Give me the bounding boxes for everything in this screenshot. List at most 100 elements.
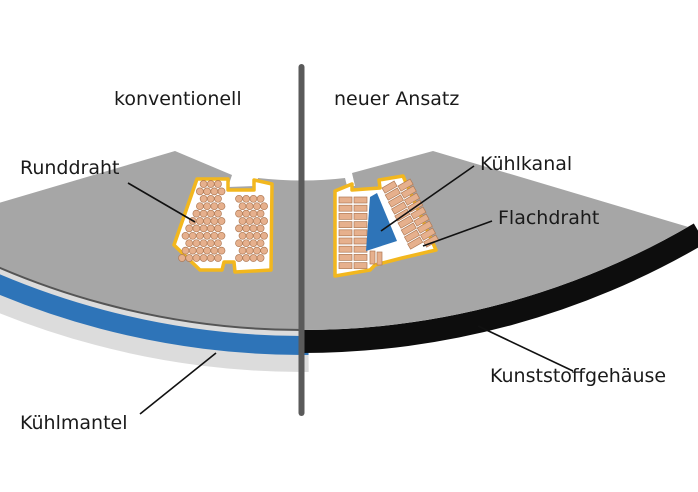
round-wire — [245, 231, 254, 240]
round-wire — [249, 224, 258, 233]
flat-wire — [353, 196, 368, 204]
label-plastic-housing: Kunststoffgehäuse — [490, 365, 667, 387]
round-wire — [192, 254, 201, 262]
flat-wire — [419, 227, 437, 241]
round-wire — [242, 239, 251, 248]
round-wire — [203, 202, 211, 211]
round-wire — [256, 224, 265, 233]
flat-wire — [353, 229, 368, 237]
round-wire — [210, 246, 219, 255]
round-wire — [214, 180, 222, 188]
flat-wire — [387, 194, 405, 208]
flat-wire — [338, 213, 353, 220]
round-wire — [196, 202, 204, 211]
round-wire — [242, 194, 251, 203]
round-wire — [210, 217, 219, 225]
round-wire — [214, 239, 222, 248]
round-wire — [196, 231, 204, 240]
round-wire — [199, 224, 208, 233]
round-wire — [210, 202, 219, 211]
flat-wire — [376, 251, 383, 266]
flat-wire — [353, 237, 368, 245]
round-wire — [185, 254, 194, 262]
plastic-housing — [303, 223, 698, 353]
round-wire — [256, 194, 265, 203]
round-wire — [188, 231, 197, 240]
left-slot-round-wire — [172, 177, 274, 274]
leader-lines — [127, 165, 574, 415]
round-wire — [235, 239, 243, 248]
round-wire — [199, 194, 208, 203]
leader-line — [139, 352, 217, 415]
cooling-jacket-band — [0, 274, 309, 355]
stator-edge-line — [0, 266, 304, 331]
round-wire — [178, 254, 186, 262]
label-cooling-jacket: Kühlmantel — [20, 412, 128, 434]
heading-new-approach: neuer Ansatz — [334, 88, 460, 110]
center-divider — [298, 64, 305, 416]
round-wire — [206, 254, 215, 262]
round-wire — [206, 209, 215, 218]
round-wire — [203, 246, 211, 255]
round-wire — [256, 254, 265, 262]
round-wire — [217, 231, 226, 240]
right-slot-flat-wire — [333, 174, 440, 278]
flat-wire — [338, 254, 353, 261]
round-wire — [242, 224, 251, 233]
flat-wire — [353, 213, 368, 220]
flat-wire — [353, 221, 368, 228]
round-wire — [249, 209, 258, 218]
round-wire — [199, 209, 208, 218]
round-wire — [217, 202, 226, 211]
flat-wire — [397, 215, 414, 229]
round-wire — [245, 217, 254, 225]
flat-wire — [338, 196, 353, 204]
round-wire — [199, 180, 208, 188]
flat-wire — [407, 236, 424, 250]
flat-wire — [338, 262, 353, 269]
round-wire — [235, 194, 243, 203]
flat-wire — [403, 192, 421, 206]
flat-wire — [391, 201, 408, 215]
label-cooling-channel: Kühlkanal — [480, 153, 573, 175]
round-wire — [206, 180, 215, 188]
round-wire — [192, 224, 201, 233]
round-wire — [214, 194, 222, 203]
label-round-wire: Runddraht — [20, 157, 120, 179]
round-wire — [181, 231, 190, 240]
round-wire — [210, 187, 219, 196]
round-wire — [206, 194, 215, 203]
flat-wire — [338, 229, 353, 237]
round-wire — [196, 187, 204, 196]
round-wire — [192, 239, 201, 248]
round-wire — [253, 217, 261, 225]
round-wire — [260, 202, 268, 211]
label-flat-wire: Flachdraht — [498, 207, 600, 229]
round-wire — [196, 217, 204, 225]
flat-wire — [397, 178, 414, 192]
cooling-jacket-layers — [0, 265, 309, 372]
round-wire — [249, 194, 258, 203]
round-wire — [253, 202, 261, 211]
round-wire — [181, 246, 190, 255]
flat-wire — [353, 262, 368, 269]
flat-wire — [381, 180, 398, 194]
round-wire — [235, 209, 243, 218]
flat-wire — [353, 204, 368, 212]
round-wire — [196, 246, 204, 255]
leader-line — [380, 165, 475, 232]
flat-wire — [410, 206, 427, 220]
round-wire — [185, 239, 194, 248]
round-wire — [210, 231, 219, 240]
round-wire — [235, 254, 243, 262]
round-wire — [199, 254, 208, 262]
round-wire — [214, 224, 222, 233]
round-wire — [192, 209, 201, 218]
round-wire — [238, 246, 247, 255]
flat-wire — [400, 222, 417, 236]
housing-band — [303, 223, 698, 353]
round-wire — [185, 224, 194, 233]
round-wire — [203, 217, 211, 225]
round-wire — [242, 254, 251, 262]
